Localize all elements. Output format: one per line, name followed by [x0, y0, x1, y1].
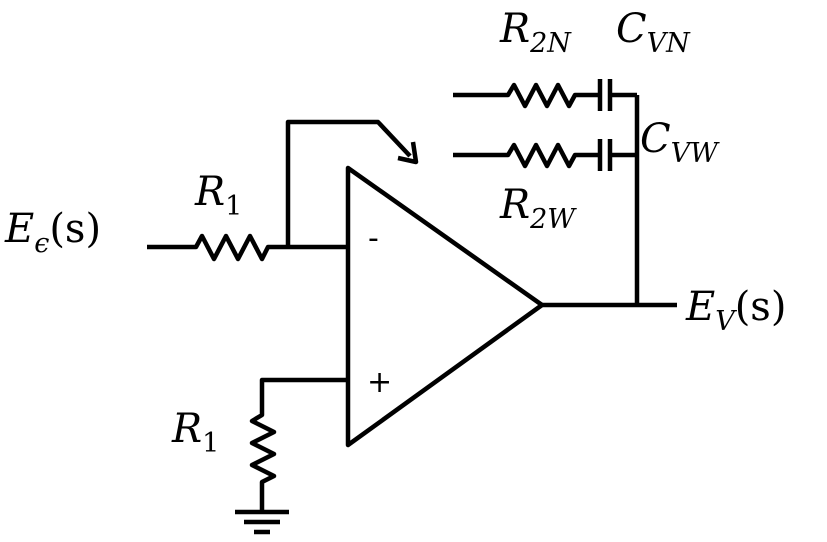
- r2w-branch-wire: [453, 142, 600, 169]
- inverting-input-sign: -: [368, 221, 379, 256]
- non-inverting-input-sign: +: [367, 365, 392, 400]
- r2n-branch-wire: [453, 82, 600, 109]
- r1-bottom-label-main: R: [171, 406, 202, 452]
- r2n-label-main: R: [499, 6, 530, 52]
- input-wire-r1-top: [147, 233, 348, 262]
- cvn-label: CVN: [616, 6, 691, 59]
- r2w-label-main: R: [499, 182, 530, 228]
- r1-bottom-label-sub: 1: [202, 428, 219, 459]
- input-label: Eϵ(s): [4, 206, 101, 259]
- cvw-label-main: C: [640, 116, 671, 162]
- cvw-label-sub: VW: [671, 138, 720, 169]
- r1-top-label: R1: [194, 169, 242, 222]
- input-label-arg: (s): [49, 206, 101, 252]
- cvn-label-sub: VN: [647, 28, 691, 59]
- ground-icon: [235, 509, 289, 535]
- output-label-sub: V: [715, 306, 737, 337]
- feedback-tap-wire: [285, 119, 412, 247]
- r2w-label: R2W: [499, 182, 577, 235]
- r1-top-label-sub: 1: [225, 191, 242, 222]
- op-amp-triangle: [345, 165, 545, 448]
- non-inverting-input-wire: [249, 377, 348, 510]
- switch-arrow-head: [397, 141, 419, 165]
- r1-bottom-label: R1: [171, 406, 219, 459]
- output-label-arg: (s): [735, 284, 787, 330]
- output-label-main: E: [685, 284, 715, 330]
- output-label: EV(s): [685, 284, 786, 337]
- cvw-label: CVW: [640, 116, 720, 169]
- r1-top-label-main: R: [194, 169, 225, 215]
- input-label-main: E: [4, 206, 34, 252]
- input-label-sub: ϵ: [34, 228, 49, 259]
- cvn-label-main: C: [616, 6, 647, 52]
- r2w-label-sub: 2W: [529, 204, 577, 235]
- r2n-label: R2N: [499, 6, 572, 59]
- r2n-label-sub: 2N: [529, 28, 572, 59]
